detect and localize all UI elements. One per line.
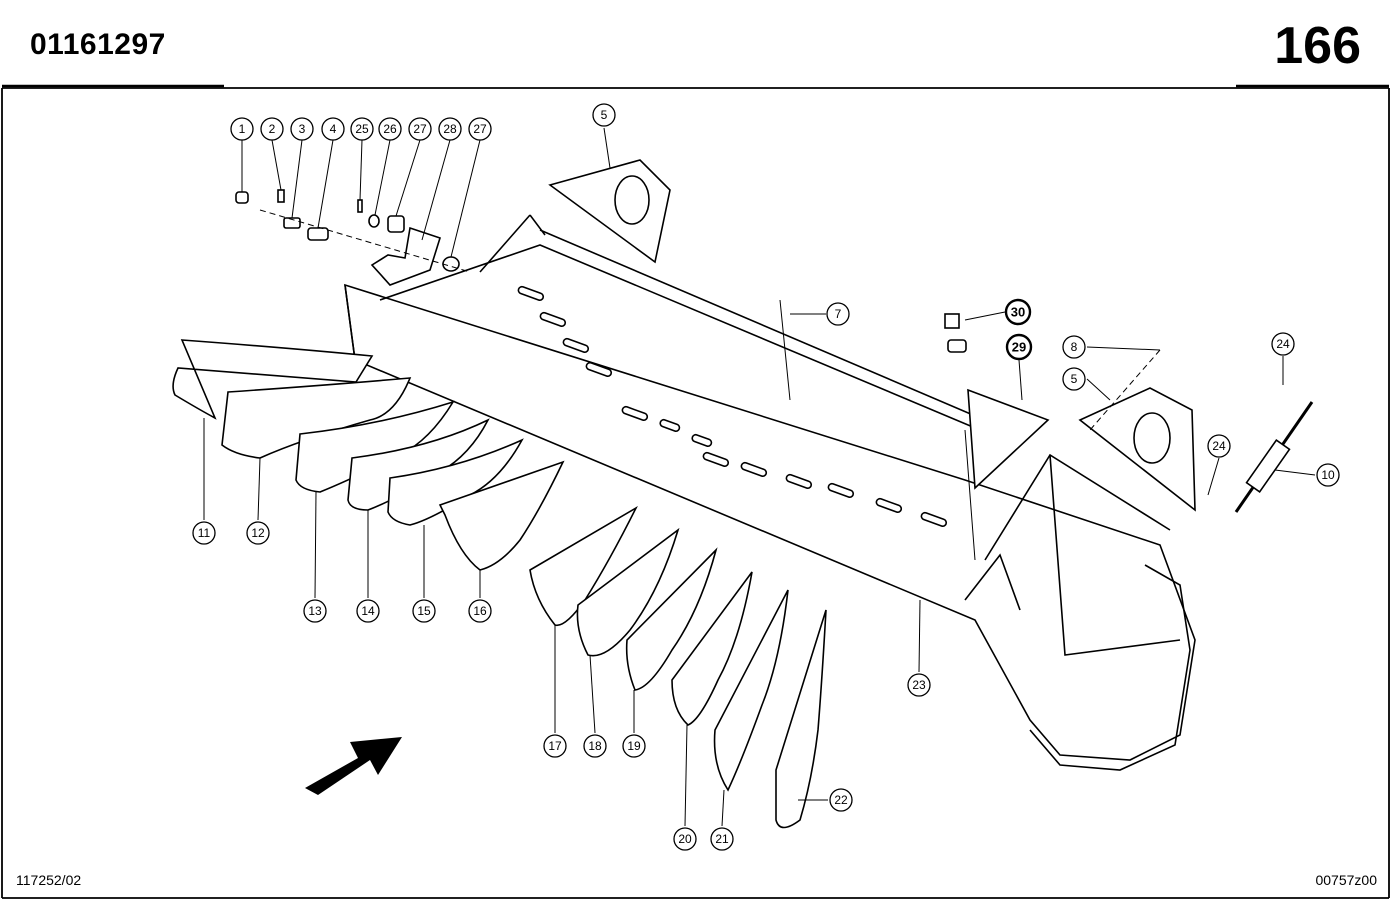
callout-8[interactable]: 8 — [1062, 335, 1086, 359]
footer-left-code: 117252/02 — [16, 872, 82, 888]
svg-text:10: 10 — [1321, 468, 1335, 482]
svg-text:25: 25 — [355, 122, 369, 136]
callout-2[interactable]: 2 — [260, 117, 284, 141]
svg-text:5: 5 — [601, 108, 608, 122]
svg-text:28: 28 — [443, 122, 457, 136]
callout-24-a[interactable]: 24 — [1271, 332, 1295, 356]
callout-14[interactable]: 14 — [356, 599, 380, 623]
svg-text:12: 12 — [251, 526, 265, 540]
callouts: 1 2 3 4 25 26 27 28 27 5 7 30 29 8 5 24 … — [192, 103, 1340, 851]
svg-text:17: 17 — [548, 739, 562, 753]
chute-body — [344, 214, 1196, 771]
blades-right — [529, 505, 827, 829]
callout-4[interactable]: 4 — [321, 117, 345, 141]
callout-22[interactable]: 22 — [829, 788, 853, 812]
callout-3[interactable]: 3 — [290, 117, 314, 141]
callout-27-a[interactable]: 27 — [408, 117, 432, 141]
callout-30[interactable]: 30 — [1004, 298, 1032, 326]
page-frame — [1, 84, 1390, 899]
svg-text:1: 1 — [239, 122, 246, 136]
plate-29 — [967, 388, 1050, 490]
callout-25[interactable]: 25 — [350, 117, 374, 141]
callout-16[interactable]: 16 — [468, 599, 492, 623]
callout-28[interactable]: 28 — [438, 117, 462, 141]
callout-11[interactable]: 11 — [192, 521, 216, 545]
gas-strut-10 — [1234, 401, 1314, 513]
svg-text:21: 21 — [715, 832, 729, 846]
svg-text:11: 11 — [198, 526, 211, 540]
svg-text:5: 5 — [1071, 372, 1078, 386]
svg-text:18: 18 — [588, 739, 602, 753]
callout-18[interactable]: 18 — [583, 734, 607, 758]
callout-29[interactable]: 29 — [1005, 333, 1033, 361]
callout-26[interactable]: 26 — [378, 117, 402, 141]
leader-lines — [203, 127, 1316, 827]
svg-text:24: 24 — [1212, 439, 1226, 453]
hardware-parts — [235, 189, 1161, 431]
callout-20[interactable]: 20 — [673, 827, 697, 851]
blades-left — [172, 339, 565, 571]
svg-text:15: 15 — [417, 604, 431, 618]
callout-21[interactable]: 21 — [710, 827, 734, 851]
svg-text:24: 24 — [1276, 337, 1290, 351]
callout-5-b[interactable]: 5 — [1062, 367, 1086, 391]
page-number: 166 — [1274, 17, 1361, 75]
callout-1[interactable]: 1 — [230, 117, 254, 141]
callout-24-b[interactable]: 24 — [1207, 434, 1231, 458]
svg-text:3: 3 — [299, 122, 306, 136]
svg-text:13: 13 — [308, 604, 322, 618]
svg-text:20: 20 — [678, 832, 692, 846]
svg-text:23: 23 — [912, 678, 926, 692]
body-slots — [517, 285, 948, 528]
callout-19[interactable]: 19 — [622, 734, 646, 758]
bracket-right — [1078, 387, 1196, 512]
svg-text:19: 19 — [627, 739, 641, 753]
direction-arrow-icon — [305, 737, 402, 795]
svg-text:26: 26 — [383, 122, 397, 136]
callout-12[interactable]: 12 — [246, 521, 270, 545]
svg-text:27: 27 — [413, 122, 427, 136]
callout-15[interactable]: 15 — [412, 599, 436, 623]
callout-23[interactable]: 23 — [907, 673, 931, 697]
footer-right-code: 00757z00 — [1315, 872, 1377, 888]
svg-text:29: 29 — [1012, 340, 1026, 355]
svg-text:2: 2 — [269, 122, 276, 136]
svg-text:22: 22 — [834, 793, 848, 807]
callout-7[interactable]: 7 — [826, 302, 850, 326]
callout-5-a[interactable]: 5 — [592, 103, 616, 127]
svg-text:14: 14 — [361, 604, 375, 618]
callout-13[interactable]: 13 — [303, 599, 327, 623]
svg-text:16: 16 — [473, 604, 487, 618]
svg-text:4: 4 — [330, 122, 337, 136]
svg-text:7: 7 — [835, 307, 842, 321]
callout-10[interactable]: 10 — [1316, 463, 1340, 487]
svg-text:27: 27 — [473, 122, 487, 136]
part-number: 01161297 — [30, 28, 166, 61]
callout-17[interactable]: 17 — [543, 734, 567, 758]
svg-text:30: 30 — [1011, 305, 1025, 320]
callout-27-b[interactable]: 27 — [468, 117, 492, 141]
bracket-upper — [548, 159, 671, 264]
svg-text:8: 8 — [1071, 340, 1078, 354]
